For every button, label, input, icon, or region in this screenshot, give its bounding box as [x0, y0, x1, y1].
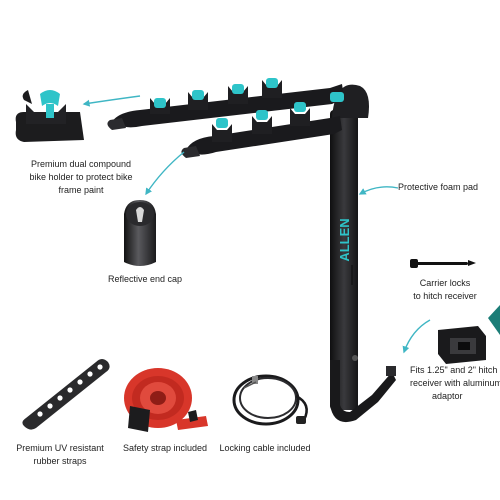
caption-line: bike holder to protect bike	[29, 172, 133, 182]
locking-cable-coil	[232, 374, 308, 426]
bike-holder-closeup	[15, 90, 85, 142]
caption-line: Premium dual compound	[30, 159, 132, 169]
caption-line: to hitch receiver	[413, 291, 477, 301]
bike-holder-caption: Premium dual compound bike holder to pro…	[6, 158, 156, 197]
caption-line: Reflective end cap	[107, 274, 183, 284]
mast-logo: ALLEN	[337, 218, 352, 261]
rubber-strap	[22, 359, 110, 430]
caption-line: Fits 1.25" and 2" hitch	[410, 365, 498, 375]
safety-strap-caption: Safety strap included	[115, 442, 215, 455]
hitch-adaptor	[438, 305, 500, 364]
caption-line: receiver with aluminum	[410, 378, 500, 388]
foampad-arrow	[358, 186, 399, 195]
carrier-lock-pin	[410, 259, 476, 268]
caption-line: Locking cable included	[219, 443, 311, 453]
foam-pad-caption: Protective foam pad	[398, 181, 498, 194]
caption-line: adaptor	[432, 391, 463, 401]
rack-mast: ALLEN	[330, 84, 396, 423]
locking-cable-caption: Locking cable included	[215, 442, 315, 455]
end-cap-closeup	[124, 200, 156, 266]
fits-caption: Fits 1.25" and 2" hitch receiver with al…	[410, 364, 500, 403]
caption-line: frame paint	[58, 185, 104, 195]
holder-arrow	[82, 95, 141, 107]
carrier-locks-caption: Carrier locks to hitch receiver	[400, 277, 490, 303]
caption-line: Premium UV resistant	[16, 443, 104, 453]
caption-line: Safety strap included	[122, 443, 208, 453]
end-cap-caption: Reflective end cap	[90, 273, 200, 286]
upper-carry-arm	[107, 78, 344, 130]
rubber-straps-caption: Premium UV resistant rubber straps	[8, 442, 112, 468]
safety-strap-roll	[124, 368, 208, 432]
caption-line: rubber straps	[33, 456, 87, 466]
caption-line: Protective foam pad	[398, 182, 479, 192]
hitch-pin	[352, 355, 358, 361]
caption-line: Carrier locks	[419, 278, 471, 288]
adaptor-arrow	[402, 319, 431, 354]
endcap-arrow	[145, 151, 185, 196]
lower-carry-arm	[181, 92, 344, 158]
